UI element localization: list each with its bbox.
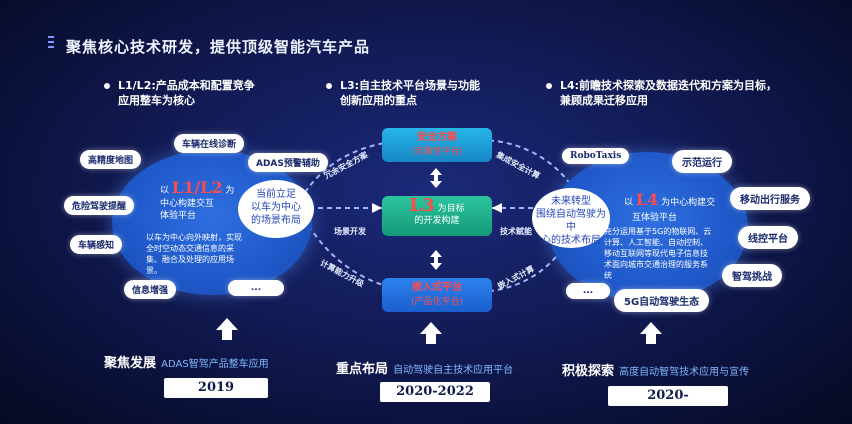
stage-label: 积极探索 xyxy=(562,364,615,379)
stage-1-year: 2019 xyxy=(164,378,268,398)
pill-drive-by-wire: 线控平台 xyxy=(738,226,798,249)
l3-sub: 的开发构建 xyxy=(414,216,460,226)
heading-suffix: 为 xyxy=(225,186,235,196)
safety-title: 安全方案 xyxy=(417,132,457,143)
arrow-updown-icon xyxy=(426,250,446,274)
heading-suffix: 为中心构建交 xyxy=(661,198,716,208)
callout-text: L3:自主技术平台场景与功能 创新应用的重点 xyxy=(340,79,481,107)
stage-3-year: 2020- xyxy=(608,386,728,406)
pill-more: ... xyxy=(566,283,610,299)
safety-box: 安全方案 (可靠性平台) xyxy=(382,128,492,162)
heading-highlight: L1/L2 xyxy=(171,178,223,197)
arrow-up-icon xyxy=(420,322,442,344)
right-body: 充分运用基于5G的物联网、云计算、人工智能、自动控制、移动互联网等现代电子信息技… xyxy=(604,227,712,280)
left-center-bubble: 当前立足 以车为中心 的场景布局 xyxy=(238,180,314,238)
pill-demo-operation: 示范运行 xyxy=(672,150,732,173)
callout-text: L4:前瞻技术探索及数据迭代和方案为目标， 兼顾成果迁移应用 xyxy=(560,79,778,107)
pill-robotaxis: RoboTaxis xyxy=(562,148,630,164)
stage-label: 聚焦发展 xyxy=(104,356,157,371)
bullet-icon xyxy=(104,83,110,89)
pill-info-enhance: 信息增强 xyxy=(124,280,177,299)
heading-prefix: 以 xyxy=(160,186,170,196)
left-heading: 以 L1/L2 为 xyxy=(160,178,244,197)
pill-vehicle-diagnosis: 车辆在线诊断 xyxy=(174,134,245,153)
pill-mobility-service: 移动出行服务 xyxy=(730,187,810,210)
embedded-sub: (产品化平台) xyxy=(410,297,464,307)
callout-l3: L3:自主技术平台场景与功能 创新应用的重点 xyxy=(326,78,481,108)
embedded-box: 嵌入式平台 (产品化平台) xyxy=(382,278,492,312)
pill-hd-map: 高精度地图 xyxy=(80,150,142,169)
left-sub: 中心构建交互 体验平台 xyxy=(160,199,215,221)
stage-sub: ADAS智驾产品整车应用 xyxy=(161,359,269,370)
callout-l4: L4:前瞻技术探索及数据迭代和方案为目标， 兼顾成果迁移应用 xyxy=(546,78,778,108)
right-sub: 互体验平台 xyxy=(632,213,678,223)
stage-label: 重点布局 xyxy=(336,362,389,377)
stage-2-year: 2020-2022 xyxy=(380,382,490,402)
pill-danger-driving: 危险驾驶提醒 xyxy=(64,196,135,215)
stage-1: 聚焦发展 ADAS智驾产品整车应用 xyxy=(104,352,269,371)
menu-icon xyxy=(48,36,54,52)
label-scene-dev: 场景开发 xyxy=(334,227,366,236)
page-title: 聚焦核心技术研发，提供顶级智能汽车产品 xyxy=(66,38,371,56)
label-tech-enable: 技术赋能 xyxy=(500,227,532,236)
callout-l1l2: L1/L2:产品成本和配置竞争 应用整车为核心 xyxy=(104,78,255,108)
l3-text: 为目标 xyxy=(437,204,465,214)
pill-more: ... xyxy=(228,280,284,296)
left-body: 以车为中心向外映射，实现全时空动态交通信息的采集、融合及处理的应用场景。 xyxy=(146,233,242,275)
embedded-title: 嵌入式平台 xyxy=(412,282,462,293)
heading-highlight: L4 xyxy=(635,190,659,209)
bullet-icon xyxy=(546,83,552,89)
pill-adas: ADAS预警辅助 xyxy=(248,153,328,172)
callout-text: L1/L2:产品成本和配置竞争 应用整车为核心 xyxy=(118,79,255,107)
safety-sub: (可靠性平台) xyxy=(410,147,464,157)
l3-highlight: L3 xyxy=(409,195,435,216)
arrow-up-icon xyxy=(216,318,238,340)
l3-box: L3 为目标 的开发构建 xyxy=(382,196,492,236)
pill-smart-driving-challenge: 智驾挑战 xyxy=(722,264,782,287)
stage-3: 积极探索 高度自动智驾技术应用与宣传 xyxy=(562,360,749,379)
pill-vehicle-sensing: 车辆感知 xyxy=(70,235,123,254)
pill-5g-ecosystem: 5G自动驾驶生态 xyxy=(614,289,710,312)
right-center-bubble: 未来转型 围绕自动驾驶为中 心的技术布局 xyxy=(532,188,610,248)
right-heading: 以 L4 为中心构建交 xyxy=(624,190,724,209)
stage-sub: 自动驾驶自主技术应用平台 xyxy=(393,365,514,376)
arrow-updown-icon xyxy=(426,168,446,192)
arrow-up-icon xyxy=(640,322,662,344)
stage-2: 重点布局 自动驾驶自主技术应用平台 xyxy=(336,358,513,377)
bullet-icon xyxy=(326,83,332,89)
heading-prefix: 以 xyxy=(624,198,634,208)
stage-sub: 高度自动智驾技术应用与宣传 xyxy=(619,367,750,378)
